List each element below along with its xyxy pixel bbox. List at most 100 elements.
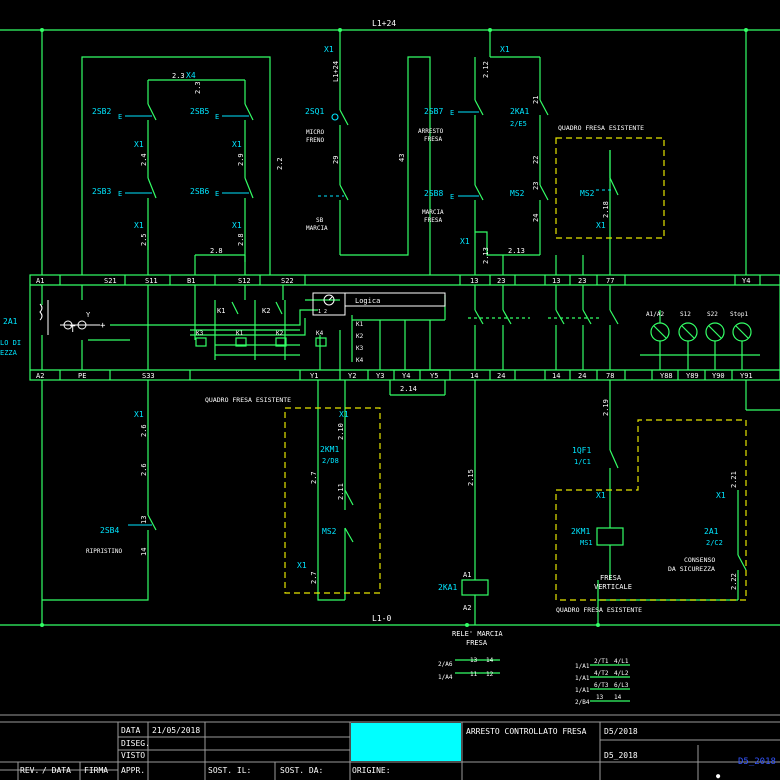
xref-r3-a: 1/A1	[575, 687, 590, 694]
contact-k1: K1	[217, 307, 225, 315]
tb-appr: APPR.	[121, 766, 145, 775]
term-24a: 24	[497, 372, 505, 380]
wire-2-3a: 2.3	[172, 72, 185, 80]
term-14a: 14	[470, 372, 478, 380]
term-a1: A1	[36, 277, 44, 285]
term-13a: 13	[470, 277, 478, 285]
logic-k2: K2	[356, 333, 364, 340]
desc-2km1-1: FRESA	[600, 574, 622, 582]
xref-r2-a: 1/A1	[575, 675, 590, 682]
coil-k1: K1	[236, 330, 244, 337]
wire-2-9: 2.9	[237, 153, 245, 166]
logic-block: 1 2 Logica K1 K2 K3 K4	[312, 292, 446, 364]
svg-text:E: E	[118, 190, 122, 198]
coil-a1-label: A1	[463, 571, 471, 579]
tb-data-label: DATA	[121, 726, 140, 735]
wire-2-8h: 2.8	[210, 247, 223, 255]
term-y5: Y5	[430, 372, 438, 380]
wire-29: 29	[332, 156, 340, 164]
wire-24: 24	[532, 214, 540, 222]
xref-r2-c: 4/L2	[614, 670, 629, 677]
xref-r3-c: 6/L3	[614, 682, 629, 689]
desc-2ka1-2: FRESA	[466, 639, 488, 647]
block-left-text-2: EZZA	[0, 349, 18, 357]
output-contacts	[468, 285, 619, 370]
wire-2-2: 2.2	[276, 157, 284, 170]
contact-k2: K2	[262, 307, 270, 315]
desc-2sb7-2: FRESA	[424, 136, 442, 143]
desc-2a1-1: CONSENSO	[684, 556, 715, 564]
tb-sost-il: SOST. IL:	[208, 766, 251, 775]
tag-2sb8: 2SB8	[424, 189, 443, 198]
term-23b: 23	[578, 277, 586, 285]
wire-2-3b: 2.3	[194, 81, 202, 94]
term-13b: 13	[552, 277, 560, 285]
top-labels: 2SB2 2SB5 2SB3 2SB6 2SQ1 MICRO FRENO SB …	[92, 45, 610, 264]
x1-a: X1	[134, 140, 144, 149]
rail-top-label: L1+24	[372, 19, 396, 28]
x1-2sq1: X1	[324, 45, 334, 54]
wire-2-15: 2.15	[467, 469, 475, 486]
x1-left: X1	[297, 561, 307, 570]
tag-2sq1: 2SQ1	[305, 107, 324, 116]
term-s22: S22	[281, 277, 294, 285]
xref-l1-c: 14	[486, 657, 494, 664]
wire-2-22: 2.22	[730, 573, 738, 590]
wire-23: 23	[532, 182, 540, 190]
desc-2sb8-1: MARCIA	[422, 209, 444, 216]
tag-2ka1-top: 2KA1	[510, 107, 529, 116]
tb-firma: FIRMA	[84, 766, 108, 775]
lamp-s12: S12	[680, 311, 691, 318]
wire-2-13v: 2.13	[482, 247, 490, 264]
wire-2-7b: 2.7	[310, 571, 318, 584]
sub-2km1-right: MS1	[580, 539, 593, 547]
term-s11: S11	[145, 277, 158, 285]
x1-km1: X1	[339, 410, 349, 419]
bottom-wiring	[41, 380, 739, 625]
svg-text:+: +	[100, 321, 106, 331]
tag-2sb3: 2SB3	[92, 187, 111, 196]
wire-22: 22	[532, 156, 540, 164]
svg-text:Y: Y	[86, 311, 91, 319]
xref-l2-c: 12	[486, 671, 494, 678]
tag-ms2-left: MS2	[322, 527, 337, 536]
tag-ms2-top: MS2	[510, 189, 525, 198]
wire-2-19: 2.19	[602, 399, 610, 416]
tb-code-top: D5/2018	[604, 727, 638, 736]
logic-k4: K4	[356, 357, 364, 364]
tb-data-value: 21/05/2018	[152, 726, 200, 735]
xref-r1-a: 1/A1	[575, 663, 590, 670]
tag-ms2-quadro: MS2	[580, 189, 595, 198]
svg-text:E: E	[450, 193, 454, 201]
term-78: 78	[606, 372, 614, 380]
quadro-mid-label: QUADRO FRESA ESISTENTE	[205, 396, 291, 404]
transformer-symbol: T + Y	[39, 285, 130, 370]
xref-r1-b: 2/T1	[594, 658, 609, 665]
title-block: DATA 21/05/2018 DISEG. VISTO APPR. REV. …	[0, 714, 780, 780]
relay-coils: K3 K1 K2 K4	[195, 330, 327, 347]
svg-text:E: E	[215, 190, 219, 198]
tag-2sb7: 2SB7	[424, 107, 443, 116]
term-b1: B1	[187, 277, 195, 285]
tb-rev: REV.	[20, 766, 39, 775]
tb-code-corner: D5_2018	[738, 757, 776, 767]
term-y88: Y88	[660, 372, 673, 380]
desc-2a1-2: DA SICUREZZA	[668, 565, 715, 573]
quadro-bottom-label: QUADRO FRESA ESISTENTE	[556, 606, 642, 614]
power-rails: L1+24 L1-0	[0, 19, 780, 627]
x1-d: X1	[232, 221, 242, 230]
wire-14: 14	[140, 548, 148, 556]
coil-k4: K4	[316, 330, 324, 337]
svg-text:E: E	[215, 113, 219, 121]
x1-bl: X1	[134, 410, 144, 419]
desc-2sb7-1: ARRESTO	[418, 128, 444, 135]
x1-2sb7: X1	[500, 45, 510, 54]
terminal-block: 2.14 A1 S21 S11 B1 S12 S22 13 23 13 23 7…	[0, 274, 780, 396]
coil-k2: K2	[276, 330, 284, 337]
wire-2-8v: 2.8	[237, 233, 245, 246]
term-24b: 24	[578, 372, 586, 380]
wire-2-10: 2.10	[337, 423, 345, 440]
xref-r4-b: 13	[596, 694, 604, 701]
tag-2sb4: 2SB4	[100, 526, 119, 535]
